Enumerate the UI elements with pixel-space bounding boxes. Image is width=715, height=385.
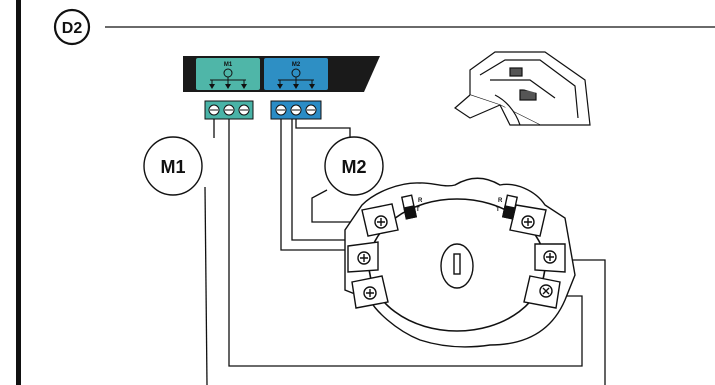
motor-m1: M1 [143, 136, 203, 196]
control-module: M1 M2 [183, 56, 380, 92]
rt-right-top-label: R [498, 198, 503, 204]
key-switch [344, 177, 576, 348]
step-badge-label: D2 [62, 20, 83, 37]
wires [204, 119, 606, 385]
rt-left-bottom-label: T [416, 207, 420, 213]
left-margin-bar [16, 0, 21, 385]
step-badge: D2 [53, 8, 91, 46]
rt-right-bottom-label: T [496, 207, 500, 213]
motor-m2: M2 [324, 136, 384, 196]
rt-switch-left [400, 194, 418, 220]
wire-block2-to-switch [280, 119, 362, 251]
terminal-block-1 [204, 100, 254, 120]
switch-terminals-left [347, 203, 399, 309]
module-1-label: M1 [224, 62, 233, 68]
motor-m1-label: M1 [160, 157, 185, 177]
wire-switch-right [563, 259, 606, 385]
wire-m1-b [204, 186, 208, 385]
module-2-label: M2 [292, 62, 301, 68]
switch-terminals-right [509, 204, 566, 309]
wire-m2-b [311, 189, 368, 223]
wire-block1-to-switch [228, 119, 583, 367]
rt-left-top-label: R [418, 198, 423, 204]
rt-switch-right [501, 194, 519, 220]
wire-m2-a [295, 119, 351, 138]
wire-block2-b [291, 119, 362, 241]
motor-m2-label: M2 [341, 157, 366, 177]
terminal-block-2 [270, 100, 322, 120]
device-illustration [454, 51, 591, 126]
